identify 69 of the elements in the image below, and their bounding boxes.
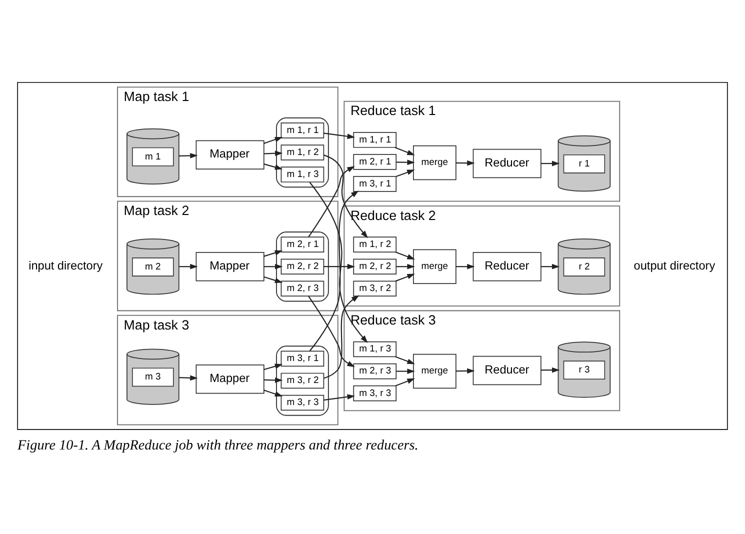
arrow — [179, 152, 198, 158]
arrow — [264, 150, 283, 156]
arrow — [264, 377, 283, 383]
cluster — [276, 346, 329, 416]
node-box: m 3, r 2 — [353, 280, 397, 297]
arrow — [264, 264, 283, 270]
cluster — [276, 117, 329, 188]
arrow — [324, 264, 356, 270]
node-box: m 2, r 1 — [353, 154, 397, 170]
node-box: m 1, r 2 — [280, 144, 324, 160]
arrow — [541, 160, 560, 166]
arrow — [324, 394, 356, 401]
node-box: m 3, r 3 — [280, 394, 324, 411]
caption: Figure 10-1. A MapReduce job with three mappers and three reducers. — [18, 438, 418, 454]
arrow — [396, 368, 415, 374]
node-box: m 2, r 3 — [280, 280, 324, 297]
node-box: m 2, r 3 — [353, 363, 397, 380]
arrow — [456, 264, 475, 270]
node-box: m 3, r 1 — [280, 350, 324, 367]
arrow — [396, 170, 415, 177]
arrow — [308, 296, 355, 368]
node-box: Mapper — [196, 140, 264, 170]
arrow — [396, 264, 415, 270]
node-box: Mapper — [196, 364, 264, 394]
arrow — [264, 276, 283, 284]
node-box: m 1, r 2 — [353, 236, 397, 252]
arrow — [179, 264, 198, 270]
arrow — [396, 160, 415, 166]
arrow — [324, 295, 360, 379]
arrow — [264, 136, 283, 144]
arrow — [456, 160, 475, 166]
node-box: m 3, r 2 — [280, 372, 324, 389]
node-box: m 3, r 1 — [353, 176, 397, 192]
arrow — [308, 166, 355, 238]
node-box: m 1, r 3 — [280, 166, 324, 182]
node-box: merge — [413, 354, 456, 389]
node-box: m 2, r 2 — [280, 258, 324, 275]
node-box: Reducer — [472, 252, 542, 282]
arrow — [541, 367, 560, 373]
node-box: m 1, r 3 — [353, 341, 397, 358]
arrow — [264, 164, 283, 170]
cluster — [17, 82, 728, 430]
arrow — [396, 356, 415, 364]
arrow — [396, 378, 415, 386]
arrow — [264, 250, 283, 257]
node-box: Mapper — [196, 252, 264, 282]
node-box: merge — [413, 145, 456, 180]
node-box: m 2, r 2 — [353, 258, 397, 275]
arrow — [264, 364, 283, 370]
arrow — [179, 375, 198, 381]
arrow — [541, 264, 560, 270]
node-box: m 1, r 1 — [280, 122, 324, 138]
node-box: merge — [413, 249, 456, 284]
node-box: Reducer — [472, 356, 542, 386]
arrow — [396, 252, 415, 260]
arrow — [264, 390, 283, 397]
arrow — [309, 182, 368, 343]
node-box: m 2, r 1 — [280, 236, 324, 252]
label: output directory — [634, 258, 716, 272]
arrow — [324, 154, 368, 238]
node-box: m 3, r 3 — [353, 385, 397, 402]
arrow — [324, 132, 356, 140]
arrow — [456, 368, 475, 374]
arrow — [394, 146, 415, 156]
label: input directory — [28, 258, 103, 272]
node-box: Reducer — [472, 148, 542, 178]
arrow — [396, 274, 415, 282]
node-box: m 1, r 1 — [353, 132, 397, 148]
arrow — [309, 190, 359, 352]
